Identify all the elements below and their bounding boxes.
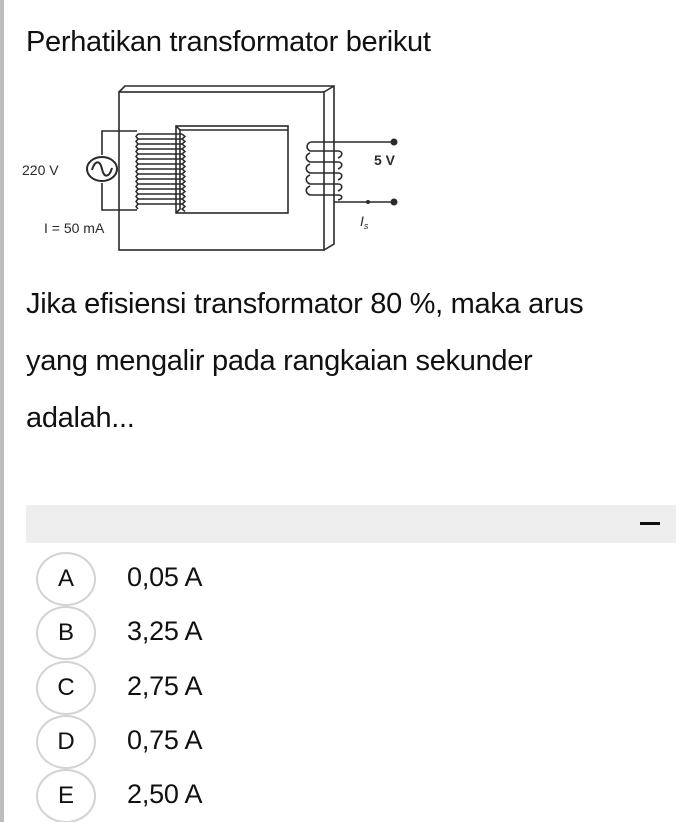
transformer-diagram: 220 V I = 50 mA 5 V Is [22,82,422,260]
collapse-bar [26,505,676,543]
secondary-current-label: Is [360,213,369,231]
question-body-line: Jika efisiensi transformator 80 %, maka … [26,288,584,320]
option-text: 2,50 A [127,779,203,810]
question-body-line: yang mengalir pada rangkaian sekunder [26,345,533,377]
primary-current-label: I = 50 mA [44,220,105,236]
option-b[interactable]: B 3,25 A [34,606,434,661]
secondary-voltage-label: 5 V [374,152,396,168]
option-e[interactable]: E 2,50 A [34,769,434,822]
option-a[interactable]: A 0,05 A [34,552,434,606]
left-rail [0,0,4,822]
option-d[interactable]: D 0,75 A [34,714,434,769]
option-letter-badge[interactable]: B [36,606,96,661]
option-letter-badge[interactable]: E [36,769,96,822]
option-text: 2,75 A [127,670,203,701]
minus-icon [640,522,660,525]
option-text: 0,75 A [127,724,203,755]
option-c[interactable]: C 2,75 A [34,660,434,715]
option-letter-badge[interactable]: C [36,660,96,715]
answer-options: A 0,05 A B 3,25 A C 2,75 A D 0,75 A E 2,… [34,552,434,822]
option-text: 0,05 A [127,562,203,592]
option-text: 3,25 A [127,616,203,647]
primary-voltage-label: 220 V [22,162,59,178]
collapse-toggle-button[interactable] [640,514,660,534]
option-letter-badge[interactable]: A [36,552,96,606]
question-body-line: adalah... [26,402,135,434]
question-title: Perhatikan transformator berikut [26,26,431,58]
ac-source-icon [86,156,118,182]
option-letter-badge[interactable]: D [36,714,96,769]
question-body: Jika efisiensi transformator 80 %, maka … [26,276,666,447]
